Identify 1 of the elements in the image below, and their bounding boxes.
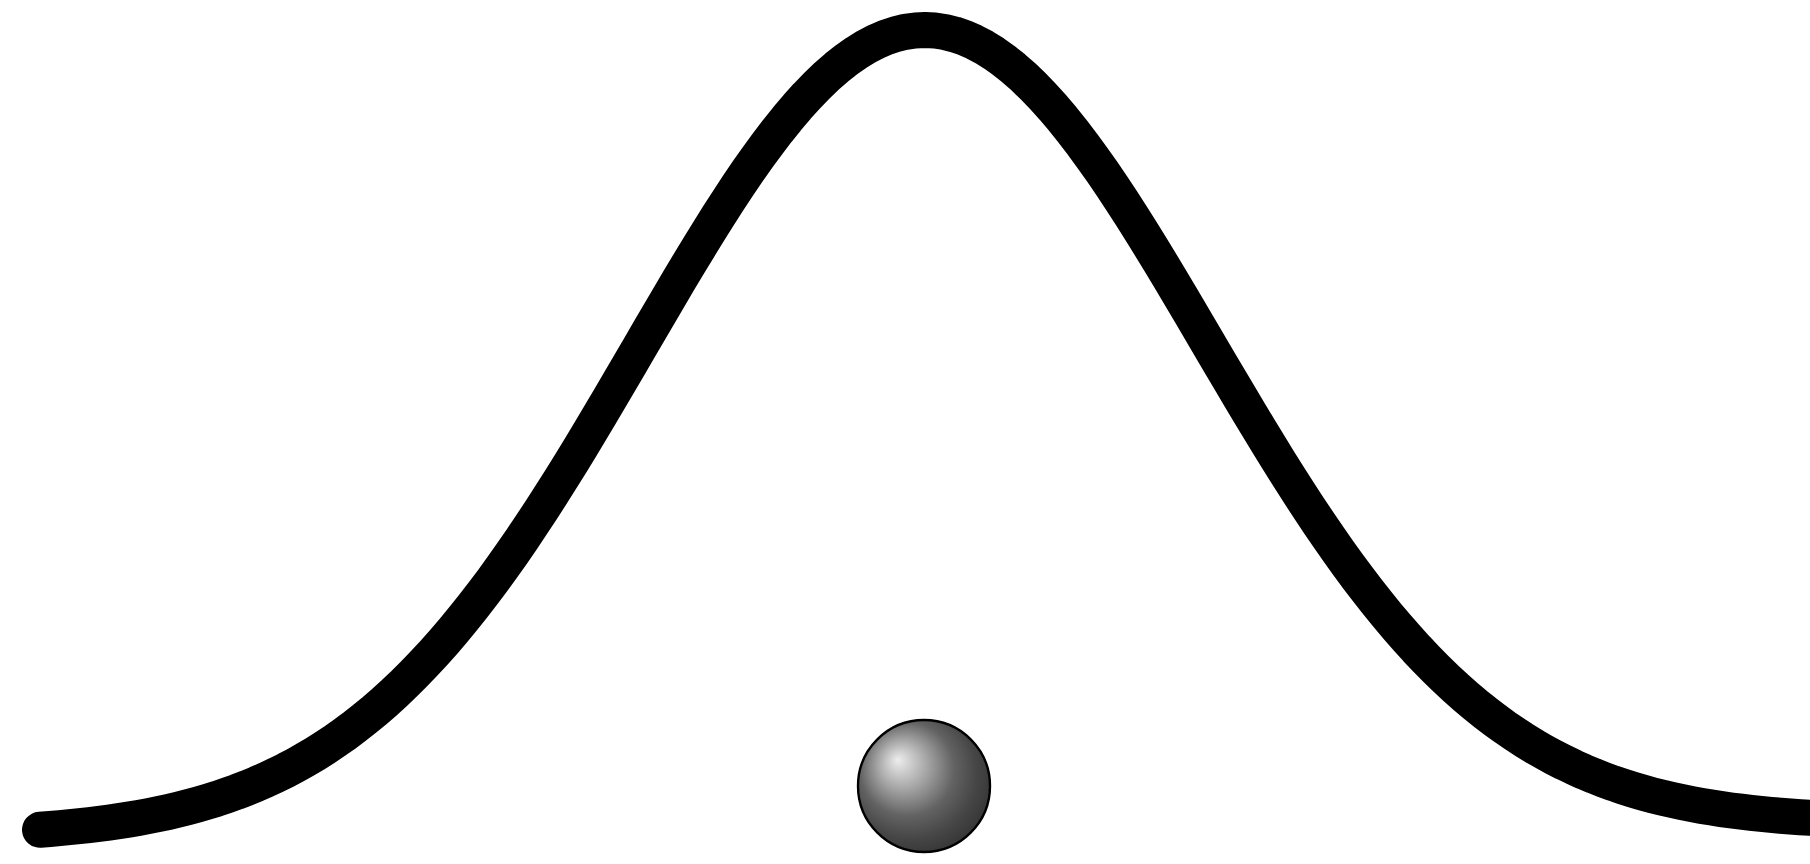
ball [856,718,992,854]
